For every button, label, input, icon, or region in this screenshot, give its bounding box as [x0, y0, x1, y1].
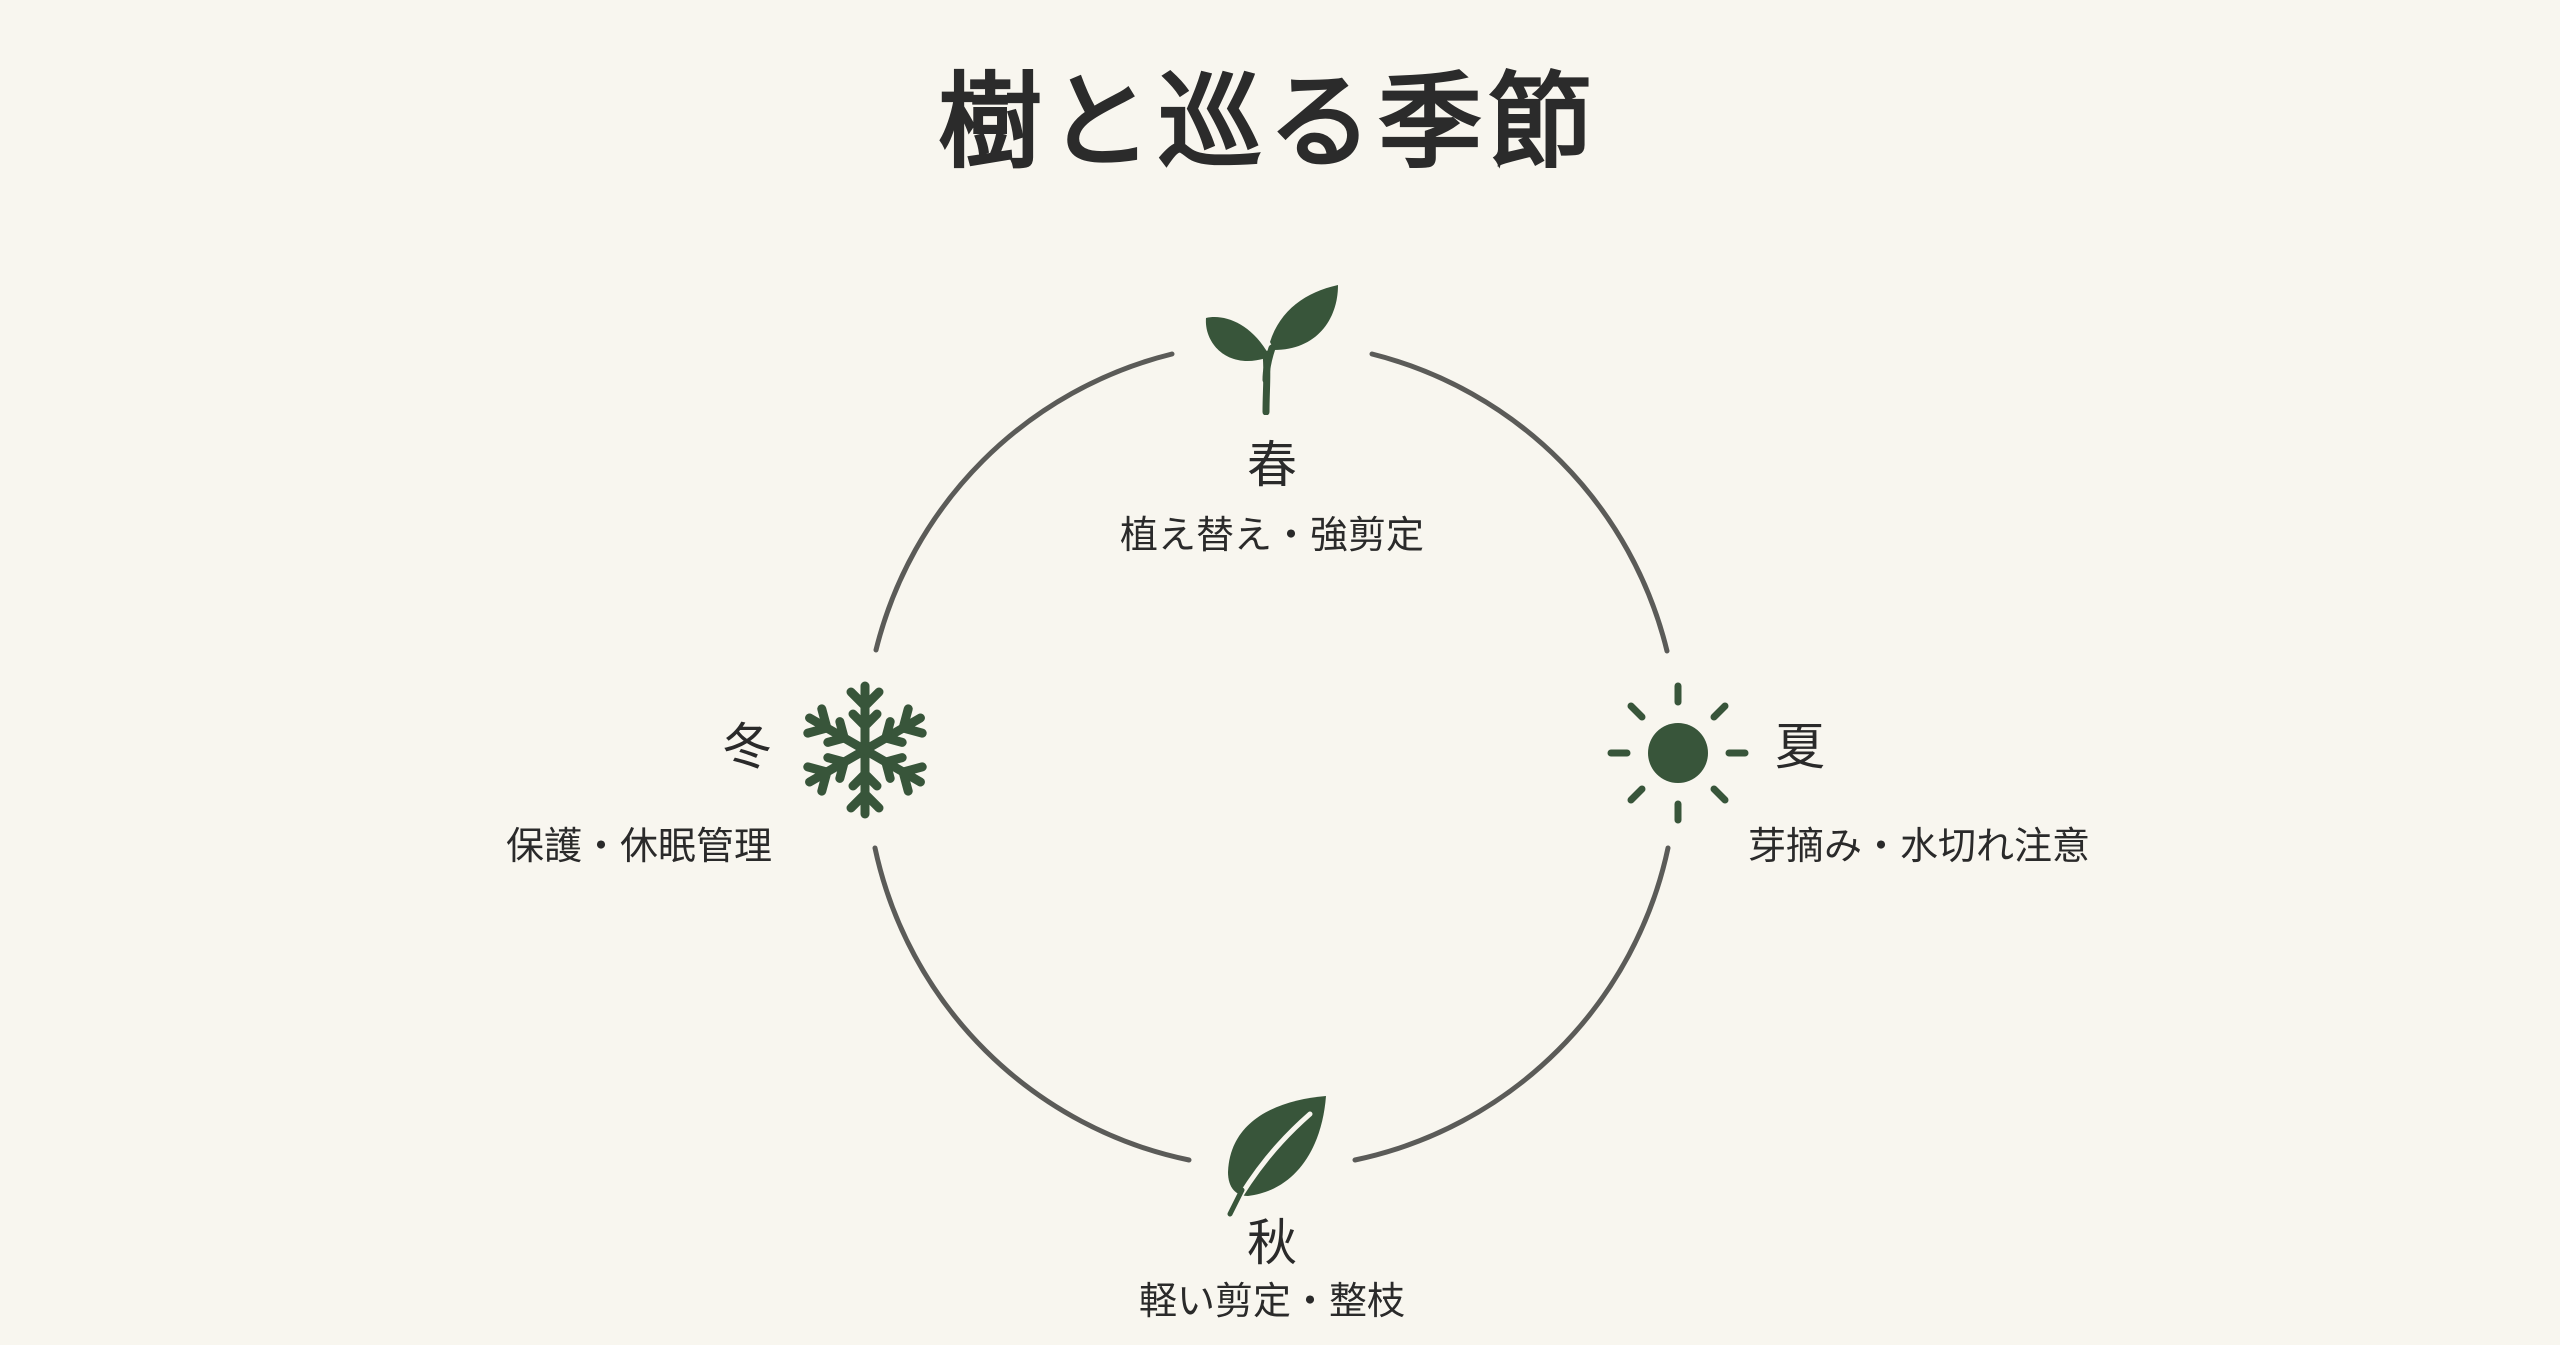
season-task-autumn: 軽い剪定・整枝: [1138, 1279, 1406, 1323]
sun-icon: [1607, 682, 1749, 824]
ring-arc-winter-spring: [873, 351, 1175, 653]
season-name-spring: 春: [1247, 436, 1297, 494]
season-task-spring: 植え替え・強剪定: [1119, 513, 1425, 557]
season-name-winter: 冬: [722, 718, 772, 776]
season-name-summer: 夏: [1775, 718, 1825, 776]
page-title: 樹と巡る季節: [937, 60, 1598, 183]
sprout-icon: [1205, 285, 1338, 415]
season-task-summer: 芽摘み・水切れ注意: [1748, 824, 2091, 868]
leaf-icon: [1227, 1096, 1326, 1217]
ring-arc-spring-summer: [1369, 351, 1670, 654]
ring-arc-summer-autumn: [1352, 845, 1671, 1163]
ring-arc-autumn-winter: [872, 845, 1192, 1163]
season-name-autumn: 秋: [1247, 1214, 1297, 1272]
snowflake-icon: [803, 681, 927, 819]
season-task-winter: 保護・休眠管理: [506, 824, 773, 868]
